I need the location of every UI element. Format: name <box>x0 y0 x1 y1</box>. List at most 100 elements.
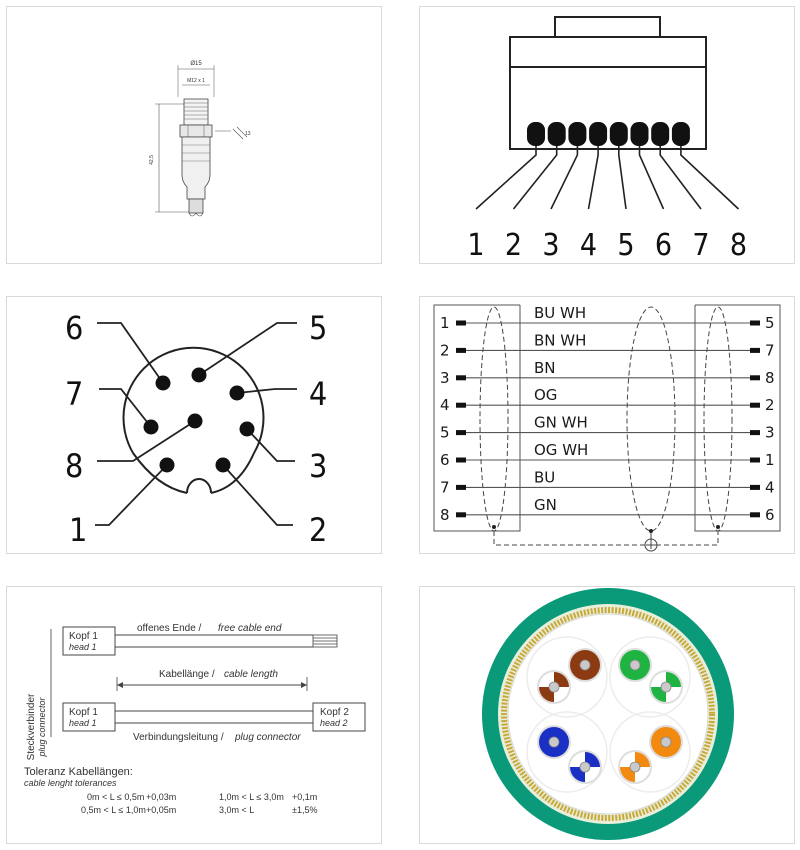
rj45-pin-label: 4 <box>580 228 597 263</box>
rj45-lead <box>587 146 599 210</box>
left-pin-label: 1 <box>440 314 450 332</box>
dim-thread: M12 x 1 <box>187 78 205 84</box>
rj45-contacts <box>527 122 690 146</box>
right-pin-label: 3 <box>765 424 775 442</box>
left-pin-label: 4 <box>440 396 450 414</box>
wire-conductor <box>579 761 591 773</box>
right-pin-label: 2 <box>765 396 775 414</box>
m12-face-pinout: 1 2 3 4 5 6 7 8 <box>6 296 382 554</box>
right-pin-label: 7 <box>765 341 775 359</box>
wire-end-left <box>456 347 466 353</box>
wire-end-right <box>750 430 760 436</box>
tolerance-value: +0,1m <box>292 792 317 802</box>
wire-end-left <box>456 512 466 518</box>
rj45-pin-labels: 1 2 3 4 5 6 7 8 <box>467 228 747 263</box>
m12-face-svg: 1 2 3 4 5 6 7 8 <box>65 309 327 549</box>
free-end-de: offenes Ende / <box>137 623 202 634</box>
rj45-contact <box>651 122 670 146</box>
cable-info-svg: Steckverbinder plug connector Kopf 1 hea… <box>24 623 366 815</box>
rj45-pin-label: 8 <box>730 228 747 263</box>
left-pin-label: 6 <box>440 451 450 469</box>
tolerance-title-en: cable lenght tolerances <box>24 778 117 788</box>
dim-wrench: 13 <box>245 131 251 137</box>
left-pin-label: 7 <box>440 478 450 496</box>
rj45-lead <box>618 146 627 210</box>
rj45-pin-label: 6 <box>655 228 672 263</box>
core-area <box>514 620 702 808</box>
wiring-svg: 1 2 3 4 5 6 7 8 5 7 8 2 3 1 4 6 BU WH BN… <box>433 304 781 552</box>
wire-conductor <box>629 659 641 671</box>
tolerance-range: 0m < L ≤ 0,5m <box>87 792 144 802</box>
m12-pin-label-6: 6 <box>65 309 83 347</box>
cable-length-info: Steckverbinder plug connector Kopf 1 hea… <box>6 586 382 844</box>
wire-conductor <box>548 681 560 693</box>
tolerance-range: 3,0m < L <box>219 805 254 815</box>
right-pin-label: 4 <box>765 478 775 496</box>
wire-end-left <box>456 320 466 326</box>
right-pin-label: 8 <box>765 369 775 387</box>
rj45-contact <box>568 122 587 146</box>
rj45-pinout: 1 2 3 4 5 6 7 8 <box>419 6 795 264</box>
wire-end-left <box>456 457 466 463</box>
wire-right-pin-labels: 5 7 8 2 3 1 4 6 <box>765 314 775 524</box>
wire-rows <box>456 320 760 518</box>
head1-en-bottom: head 1 <box>69 718 97 728</box>
rj45-contact <box>589 122 608 146</box>
dim-length: 42,5 <box>149 155 155 165</box>
wire-conductor <box>629 761 641 773</box>
rj45-pin-label: 3 <box>542 228 559 263</box>
left-pin-label: 3 <box>440 369 450 387</box>
length-de: Kabellänge / <box>159 669 215 680</box>
cable-cross-section <box>419 586 795 844</box>
head2-en: head 2 <box>320 718 348 728</box>
wiring-scheme: 1 2 3 4 5 6 7 8 5 7 8 2 3 1 4 6 BU WH BN… <box>419 296 795 554</box>
left-pin-label: 2 <box>440 341 450 359</box>
wire-conductor <box>548 736 560 748</box>
tolerance-range: 1,0m < L ≤ 3,0m <box>219 792 284 802</box>
rj45-lead <box>550 146 579 210</box>
wire-pairs <box>537 648 683 784</box>
wire-left-pin-labels: 1 2 3 4 5 6 7 8 <box>440 314 450 524</box>
connector-dimension-drawing: Ø15 M12 x 1 42,5 13 <box>6 6 382 264</box>
rj45-contact <box>671 122 690 146</box>
wire-end-left <box>456 484 466 490</box>
tolerance-value: ±1,5% <box>292 805 317 815</box>
rj45-lead <box>475 146 537 210</box>
free-end-en: free cable end <box>218 623 282 634</box>
right-pin-label: 5 <box>765 314 775 332</box>
wire-end-right <box>750 512 760 518</box>
wire-color-label: OG <box>534 386 557 404</box>
rj45-contact <box>547 122 566 146</box>
wire-end-right <box>750 347 760 353</box>
tolerance-title-de: Toleranz Kabellängen: <box>24 766 133 778</box>
rj45-leads <box>475 146 740 210</box>
m12-pin-label-2: 2 <box>309 511 327 549</box>
wire-color-label: OG WH <box>534 441 588 459</box>
rj45-pin-label: 7 <box>692 228 709 263</box>
head2-de: Kopf 2 <box>320 707 349 718</box>
rj45-lead <box>512 146 558 210</box>
braid-shield <box>501 607 715 821</box>
wire-color-label: BN <box>534 359 556 377</box>
m12-pin-label-4: 4 <box>309 375 327 413</box>
left-pin-label: 5 <box>440 424 450 442</box>
wire-color-label: BN WH <box>534 331 586 349</box>
wire-conductor <box>660 681 672 693</box>
rj45-pin-label: 2 <box>505 228 522 263</box>
wire-conductor <box>579 659 591 671</box>
wire-color-label: BU WH <box>534 304 586 322</box>
right-pin-label: 1 <box>765 451 775 469</box>
wire-end-left <box>456 430 466 436</box>
rj45-lead <box>638 146 665 210</box>
rj45-contact <box>630 122 649 146</box>
rj45-pin-label: 1 <box>467 228 484 263</box>
rj45-pin-label: 5 <box>617 228 634 263</box>
rj45-lead <box>680 146 740 210</box>
tolerance-value: +0,03m <box>146 792 176 802</box>
dim-diameter: Ø15 <box>190 61 202 67</box>
wire-end-right <box>750 402 760 408</box>
connect-en: plug connector <box>234 732 301 743</box>
tolerance-range: 0,5m < L ≤ 1,0m <box>81 805 146 815</box>
wire-color-label: GN WH <box>534 414 588 432</box>
wire-color-label: GN <box>534 496 557 514</box>
